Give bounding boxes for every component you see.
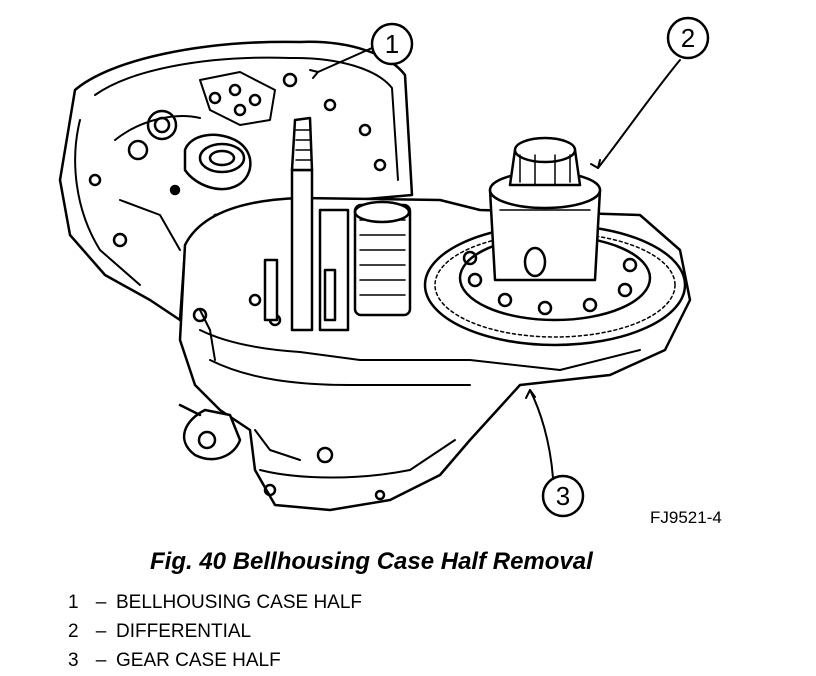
callout-1: 1 <box>370 22 414 66</box>
legend-text: DIFFERENTIAL <box>116 621 252 642</box>
callout-3-label: 3 <box>556 481 570 511</box>
legend-dash: – <box>95 621 107 642</box>
legend-item: 1–BELLHOUSING CASE HALF <box>68 592 362 614</box>
figure-id-label: FJ9521-4 <box>650 508 722 527</box>
legend-dash: – <box>95 592 107 613</box>
legend-item: 3–GEAR CASE HALF <box>68 650 281 672</box>
bellhousing-case-half <box>58 40 414 322</box>
callout-1-label: 1 <box>385 29 399 59</box>
callout-2-label: 2 <box>681 23 695 53</box>
legend-text: BELLHOUSING CASE HALF <box>116 592 363 613</box>
callout-2: 2 <box>666 16 710 60</box>
legend-number: 1 <box>68 592 79 613</box>
legend-number: 2 <box>68 621 79 642</box>
transaxle-illustration: 1 2 3 <box>58 16 710 518</box>
legend-text: GEAR CASE HALF <box>116 650 281 671</box>
figure-caption: Fig. 40 Bellhousing Case Half Removal <box>150 548 593 575</box>
legend-number: 3 <box>68 650 79 671</box>
legend-item: 2–DIFFERENTIAL <box>68 621 251 643</box>
leader-lines <box>309 47 681 479</box>
legend-dash: – <box>95 650 107 671</box>
gear-shafts <box>263 116 412 332</box>
callout-3: 3 <box>541 474 585 518</box>
differential <box>423 136 687 347</box>
